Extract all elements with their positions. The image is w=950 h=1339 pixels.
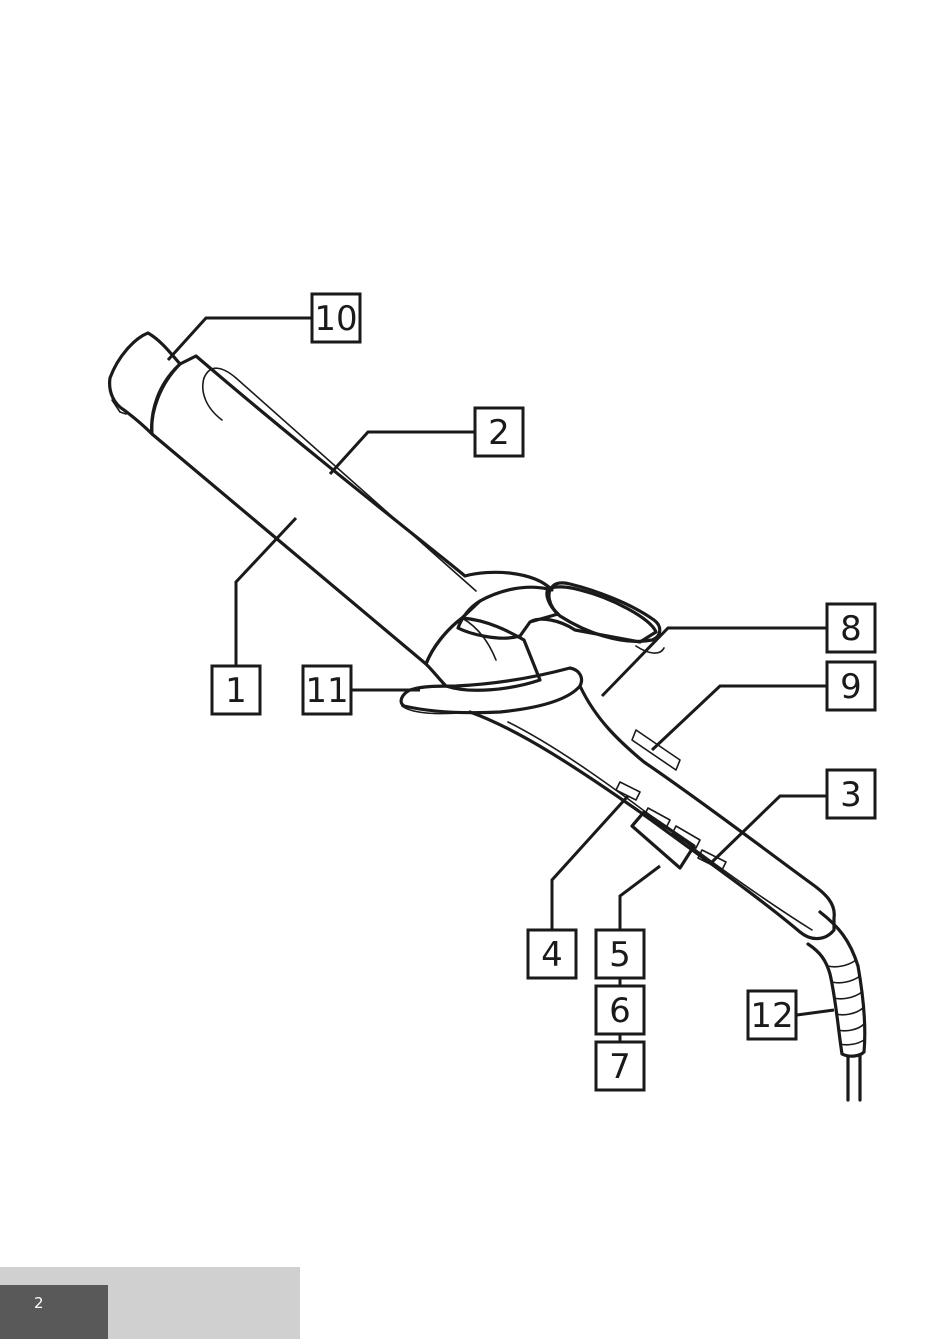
handle <box>470 686 834 939</box>
callout-label-7: 7 <box>609 1047 631 1087</box>
callout-label-4: 4 <box>541 935 563 975</box>
callout-label-10: 10 <box>314 299 357 339</box>
callout-2: 2 <box>475 408 523 456</box>
callout-label-2: 2 <box>488 413 510 453</box>
callout-label-12: 12 <box>750 996 793 1036</box>
callout-label-3: 3 <box>840 775 862 815</box>
leader-4 <box>552 796 628 930</box>
cord-protector <box>808 912 865 1056</box>
callout-6: 6 <box>596 986 644 1034</box>
callout-label-11: 11 <box>305 671 348 711</box>
page-number-tab: 2 <box>0 1285 108 1339</box>
cool-tip-end-cap <box>110 333 180 434</box>
callout-3: 3 <box>827 770 875 818</box>
display-window <box>632 730 680 770</box>
clamp-lever <box>549 583 660 641</box>
leader-5 <box>620 866 660 930</box>
callout-11: 11 <box>303 666 351 714</box>
callout-12: 12 <box>748 991 796 1039</box>
callout-label-6: 6 <box>609 991 631 1031</box>
barrel-highlight <box>204 368 476 591</box>
callout-label-1: 1 <box>225 671 247 711</box>
callout-8: 8 <box>827 604 875 652</box>
callout-label-9: 9 <box>840 667 862 707</box>
callout-5: 5 <box>596 930 644 978</box>
callout-9: 9 <box>827 662 875 710</box>
leader-9 <box>652 686 827 750</box>
leader-1 <box>236 518 296 666</box>
power-cord <box>848 1056 860 1100</box>
button-group-bracket <box>632 812 694 868</box>
callout-7: 7 <box>596 1042 644 1090</box>
callout-4: 4 <box>528 930 576 978</box>
callout-1: 1 <box>212 666 260 714</box>
leader-10 <box>168 318 312 360</box>
barrel <box>152 356 552 664</box>
leader-12 <box>797 1010 834 1015</box>
leader-2 <box>330 432 475 474</box>
callout-label-8: 8 <box>840 609 862 649</box>
page-number: 2 <box>34 1294 44 1312</box>
callout-10: 10 <box>312 294 360 342</box>
callout-label-5: 5 <box>609 935 631 975</box>
